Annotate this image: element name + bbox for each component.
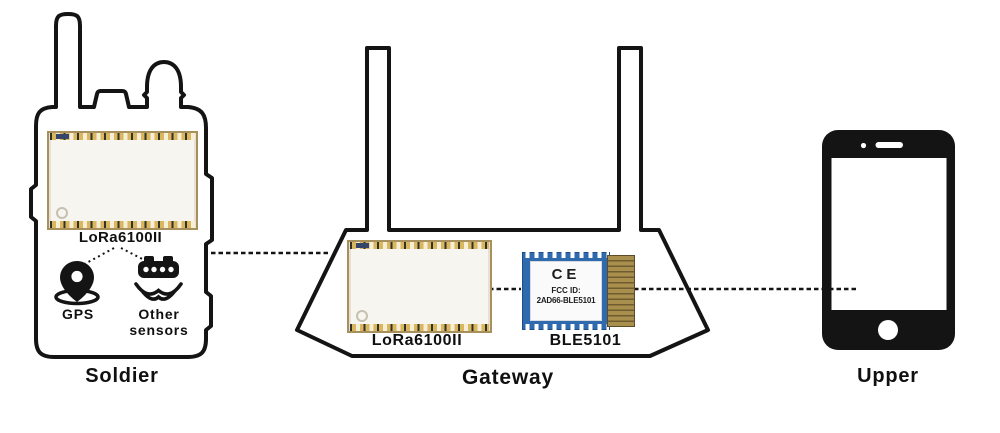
soldier-module-label: LoRa6100II [78, 229, 163, 246]
gateway-caption: Gateway [462, 366, 554, 389]
link-module-sensors [120, 247, 153, 265]
sensor-dot [143, 266, 149, 273]
fcc-id-label: FCC ID: [551, 286, 581, 295]
lora-module-soldier [47, 131, 198, 230]
pin1-marker [56, 207, 68, 219]
ble-label: BLE5101 [549, 332, 622, 349]
module-pads [350, 324, 489, 331]
pin1-marker [356, 310, 368, 322]
map-pin-icon [54, 261, 100, 306]
speaker-slot-icon [875, 142, 903, 148]
sensor-wave-inner [141, 290, 176, 301]
module-pads [50, 221, 195, 228]
sensor-dot [151, 266, 157, 273]
ble-castellation [523, 324, 609, 330]
module-pads [50, 133, 195, 140]
lora-module-gateway [347, 240, 492, 333]
soldier-caption: Soldier [85, 365, 159, 387]
sensor-dot [168, 266, 174, 273]
sensor-dot [159, 266, 166, 273]
sensor-body [138, 261, 179, 278]
module-chip [356, 243, 369, 248]
upper-caption: Upper [857, 365, 919, 387]
module-chip [56, 134, 69, 139]
ce-mark: CE [551, 266, 581, 283]
other-sensors-label: Other sensors [129, 306, 189, 339]
ble-shield: CE FCC ID: 2AD66-BLE5101 [530, 261, 602, 321]
smartphone-icon [822, 130, 955, 350]
gps-pin-hole [71, 270, 83, 283]
gateway-lora-label: LoRa6100II [371, 332, 463, 349]
phone-screen [831, 158, 947, 310]
home-button-icon [878, 320, 898, 340]
ble-castellation [523, 252, 609, 258]
ble-antenna-pins [607, 255, 635, 327]
camera-dot-icon [860, 142, 867, 149]
gps-label: GPS [62, 306, 94, 322]
fcc-id-value: 2AD66-BLE5101 [536, 296, 596, 305]
module-pads [350, 242, 489, 249]
sensor-waves-icon [134, 256, 183, 301]
ble-module: CE FCC ID: 2AD66-BLE5101 [522, 252, 610, 330]
link-module-gps [80, 247, 115, 267]
